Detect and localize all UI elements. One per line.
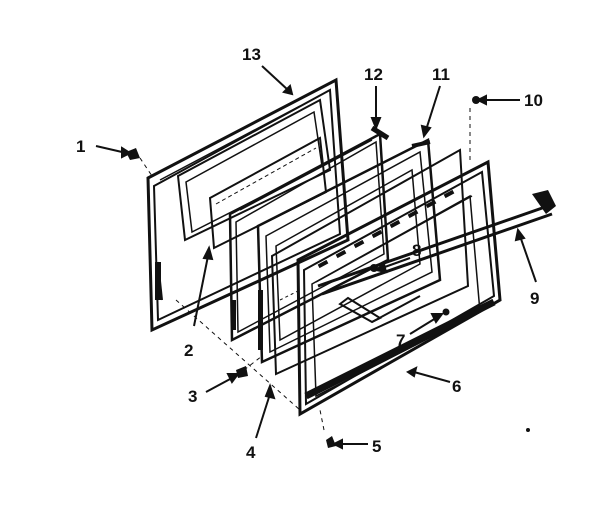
callout-2: 2 — [184, 341, 193, 360]
vent-slots — [317, 189, 455, 269]
callout-12: 12 — [364, 65, 383, 84]
callout-6: 6 — [452, 377, 461, 396]
inner-door-liner — [146, 77, 350, 333]
insulation-panel — [228, 125, 390, 343]
callout-5: 5 — [372, 437, 381, 456]
inner-glass-frame — [256, 138, 442, 364]
door-handle — [317, 190, 556, 296]
callout-1: 1 — [76, 137, 85, 156]
callout-10: 10 — [524, 91, 543, 110]
screw-1 — [126, 148, 140, 160]
door-glass — [270, 148, 470, 376]
callout-4: 4 — [246, 443, 256, 462]
leader-lines — [95, 65, 537, 450]
outer-door-panel — [296, 159, 502, 417]
callout-11: 11 — [432, 65, 450, 84]
callout-9: 9 — [530, 289, 539, 308]
stray-dot — [526, 428, 530, 432]
assembly-lines — [139, 108, 471, 431]
screw-7 — [442, 308, 450, 316]
callout-13: 13 — [242, 45, 261, 64]
screw-5 — [326, 436, 336, 448]
callout-3: 3 — [188, 387, 197, 406]
callout-8: 8 — [412, 241, 421, 260]
callout-7: 7 — [396, 331, 405, 350]
